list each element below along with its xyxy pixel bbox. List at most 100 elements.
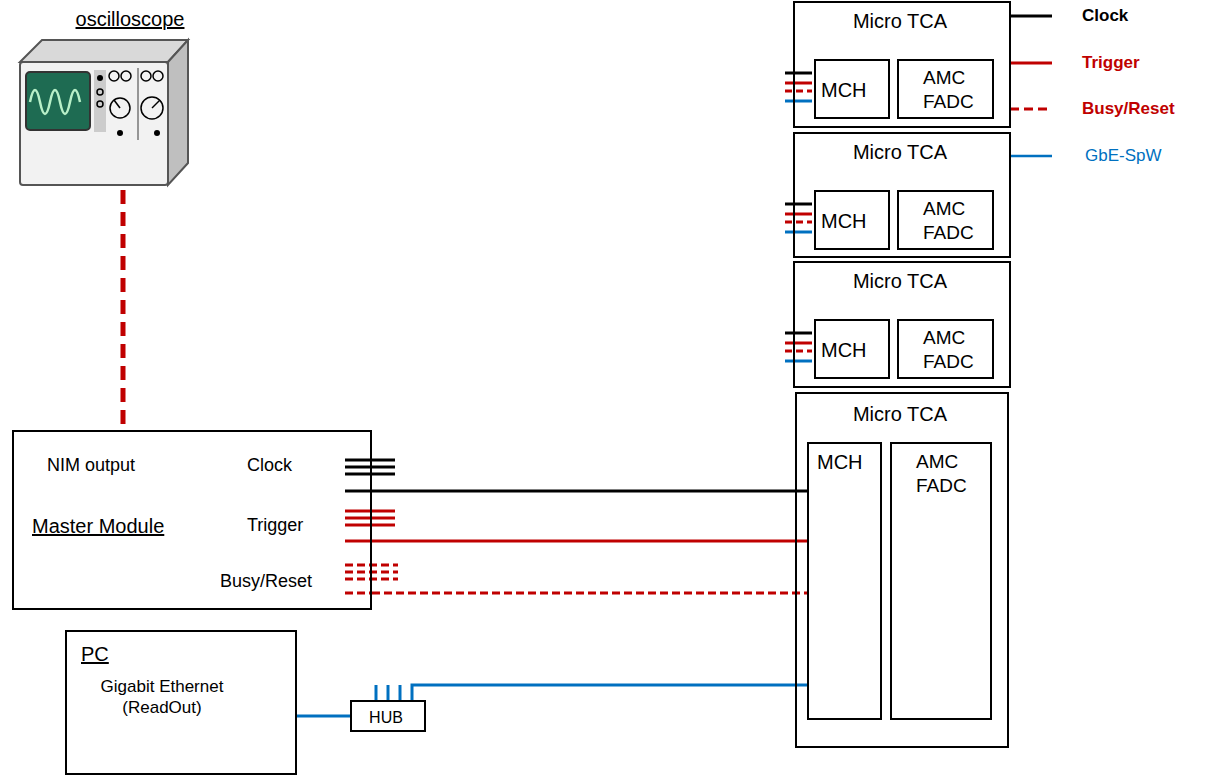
micro-tca-crate: Micro TCA MCH AMC FADC: [793, 261, 1011, 388]
legend-line: [1010, 15, 1052, 18]
trigger-stub: [345, 540, 372, 543]
busy-stub: [785, 350, 812, 353]
text-slot: Clock: [1082, 5, 1128, 26]
text-slot: Busy/Reset: [220, 570, 312, 593]
pc-description: Gigabit Ethernet (ReadOut): [77, 676, 247, 719]
busy-stub: [785, 221, 812, 224]
gbe-line: [412, 685, 807, 700]
text-slot: AMC FADC: [916, 450, 980, 498]
clock-stub: [785, 203, 812, 206]
mch-box: MCH: [814, 59, 890, 119]
text-slot: MCH: [821, 338, 867, 363]
node-label: HUB: [352, 708, 420, 728]
text-slot: MCH: [821, 209, 867, 234]
legend-line: [1010, 62, 1052, 65]
node-label: MCH: [817, 450, 863, 475]
text-slot: Clock: [247, 454, 292, 477]
signal-name: Clock: [247, 454, 292, 477]
micro-tca-crate: Micro TCA MCH AMC FADC: [793, 132, 1011, 258]
node-label: MCH: [821, 338, 867, 363]
text-slot: Micro TCA: [795, 269, 1005, 294]
signal-name: Trigger: [247, 514, 303, 537]
gbe-stub: [785, 231, 812, 234]
oscilloscope-node: oscilloscope: [15, 5, 211, 190]
legend-label: Clock: [1082, 5, 1128, 26]
trigger-stub: [785, 213, 812, 216]
legend-line: [1010, 155, 1052, 158]
scope-probe-line: [121, 190, 126, 430]
legend-label: Busy/Reset: [1082, 98, 1175, 119]
gbe-stub: [785, 360, 812, 363]
node-label: AMC FADC: [923, 197, 987, 245]
text-slot: MCH: [821, 78, 867, 103]
text-slot: Micro TCA: [795, 140, 1005, 165]
legend-label: GbE-SpW: [1085, 145, 1162, 166]
node-label: MCH: [821, 78, 867, 103]
fadc-box: AMC FADC: [897, 319, 994, 379]
text-slot: HUB: [352, 708, 420, 728]
node-label: AMC FADC: [916, 450, 980, 498]
text-slot: PC: [81, 642, 109, 667]
micro-tca-crate: Micro TCA MCH AMC FADC: [795, 392, 1009, 748]
text-slot: Master Module: [32, 514, 164, 539]
node-label: AMC FADC: [923, 326, 987, 374]
fadc-box: AMC FADC: [897, 190, 994, 250]
node-label: AMC FADC: [923, 66, 987, 114]
module-title: Master Module: [32, 514, 164, 539]
node-label: Micro TCA: [795, 9, 1005, 34]
trigger-stub: [345, 524, 395, 527]
text-slot: AMC FADC: [923, 326, 987, 374]
node-label: Micro TCA: [795, 269, 1005, 294]
oscilloscope-illustration: [15, 5, 193, 190]
text-slot: Trigger: [1082, 52, 1140, 73]
hub-stub: [375, 685, 378, 700]
text-slot: MCH: [817, 450, 863, 475]
pc-box: PC Gigabit Ethernet (ReadOut): [65, 630, 297, 775]
pc-title: PC: [81, 642, 109, 667]
clock-stub: [785, 332, 812, 335]
text-slot: Gigabit Ethernet (ReadOut): [77, 676, 247, 719]
output-label: NIM output: [47, 454, 135, 477]
fadc-box: AMC FADC: [897, 59, 994, 119]
clock-stub: [345, 459, 395, 462]
fadc-box: AMC FADC: [890, 442, 992, 720]
node-label: MCH: [821, 209, 867, 234]
legend-label: Trigger: [1082, 52, 1140, 73]
node-label: Micro TCA: [795, 140, 1005, 165]
text-slot: oscilloscope: [55, 7, 205, 32]
hub-box: HUB: [350, 700, 426, 732]
hub-stub: [387, 685, 390, 700]
hub-stub: [399, 685, 402, 700]
signal-name: Busy/Reset: [220, 570, 312, 593]
clock-stub: [785, 72, 812, 75]
trigger-stub: [345, 517, 395, 520]
busy-reset-line: [372, 592, 807, 595]
busy-stub: [345, 592, 372, 595]
clock-line: [372, 490, 807, 493]
mch-box: MCH: [814, 319, 890, 379]
micro-tca-crate: Micro TCA MCH AMC FADC: [793, 1, 1011, 128]
gbe-stub: [785, 100, 812, 103]
text-slot: Micro TCA: [797, 402, 1003, 427]
clock-stub: [345, 466, 395, 469]
text-slot: Trigger: [247, 514, 303, 537]
master-module-box: NIM outputMaster Module ClockTriggerBusy/…: [12, 430, 372, 610]
text-slot: Micro TCA: [795, 9, 1005, 34]
text-slot: AMC FADC: [923, 197, 987, 245]
text-slot: NIM output: [47, 454, 135, 477]
text-slot: GbE-SpW: [1085, 145, 1162, 166]
clock-stub: [345, 473, 395, 476]
trigger-stub: [785, 342, 812, 345]
legend-line: [1010, 108, 1052, 111]
clock-stub: [345, 490, 372, 493]
gbe-line: [297, 715, 350, 718]
trigger-line: [372, 540, 807, 543]
busy-stub: [785, 90, 812, 93]
trigger-stub: [785, 82, 812, 85]
text-slot: Busy/Reset: [1082, 98, 1175, 119]
mch-box: MCH: [814, 190, 890, 250]
mch-box: MCH: [807, 442, 882, 720]
trigger-stub: [345, 510, 395, 513]
node-label: Micro TCA: [797, 402, 1003, 427]
